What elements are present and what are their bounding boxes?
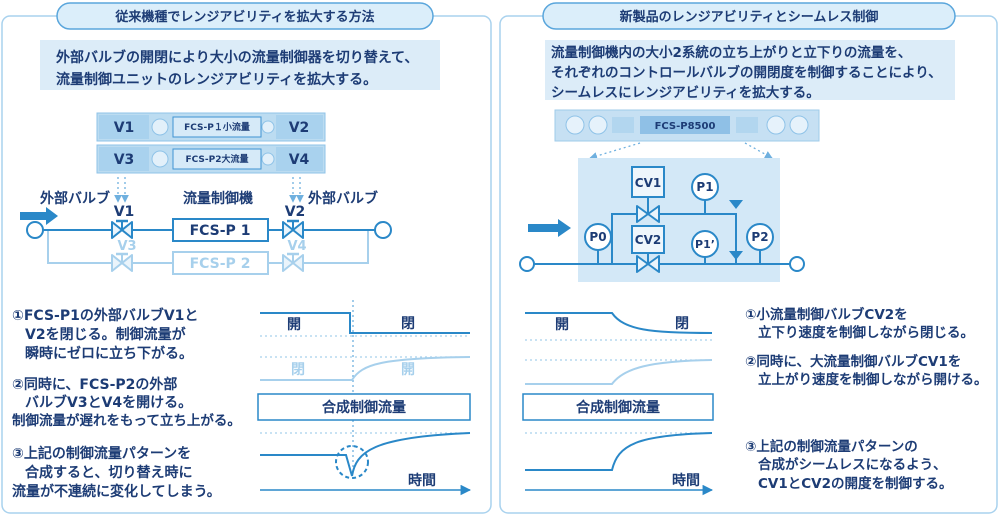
- left-step-2: 制御流量が遅れをもって立ち上がる。: [12, 412, 241, 429]
- right-step-3: ③上記の制御流量パターンの: [745, 438, 918, 455]
- left-step-1: V2を閉じる。制御流量が: [25, 326, 187, 343]
- composite-flow-box: [522, 393, 714, 421]
- left-step-3: 合成すると、切り替え時に: [25, 464, 192, 481]
- flow-direction-arrow: [528, 219, 571, 237]
- cv2-label: CV2: [635, 233, 661, 247]
- discontinuity-highlight: [335, 445, 369, 479]
- flow-direction-arrow: [20, 207, 58, 225]
- upper-branch-line: [611, 213, 737, 264]
- outlet-port: [789, 256, 805, 272]
- left-step-1: 瞬時にゼロに立ち下がる。: [25, 345, 193, 362]
- large-flow-open-label: 開: [401, 362, 415, 378]
- right-device-image: [554, 109, 820, 142]
- large-flow-curve: [525, 359, 713, 385]
- small-flow-curve: [260, 312, 470, 334]
- right-step-2: 立上がり速度を制御しながら開ける。: [758, 371, 988, 388]
- valve-v2-icon: [281, 219, 305, 240]
- fcs-p2-label: FCS-P 2: [190, 256, 251, 272]
- small-flow-closed-label: 閉: [675, 316, 689, 332]
- valve-v1-icon: [110, 219, 134, 240]
- device-label-large-unit: FCS-P2大流量: [186, 153, 249, 165]
- left-dashed-arrows: [114, 177, 304, 203]
- cv2-actuator: [631, 225, 665, 254]
- right-title-tab: [542, 2, 956, 30]
- device-label-v1: V1: [114, 120, 135, 136]
- left-intro-line: 外部バルブの開閉により大小の流量制御器を切り替えて、: [56, 49, 418, 66]
- right-intro-box: [545, 40, 955, 100]
- restrictor-marker-icon: [729, 200, 743, 209]
- outlet-port: [374, 221, 392, 239]
- composite-flow-box: [257, 393, 471, 421]
- left-title: 従来機種でレンジアビリティを拡大する方法: [114, 9, 374, 25]
- valve-v3-icon: [110, 252, 134, 273]
- gauge-p2-icon: [746, 223, 774, 251]
- left-intro-box: [40, 40, 440, 90]
- right-title: 新製品のレンジアビリティとシームレス制御: [620, 9, 879, 25]
- time-axis-label: 時間: [672, 472, 700, 489]
- left-title-tab: [56, 2, 434, 30]
- fcs-p1-box: [172, 218, 269, 242]
- gauge-p1-prime-label: P1’: [695, 238, 715, 251]
- valve-v1-label: V1: [114, 204, 135, 220]
- composite-flow-label: 合成制御流量: [576, 399, 660, 416]
- right-step-2: ②同時に、大流量制御バルブCV1を: [745, 353, 961, 370]
- valve-v4-icon: [281, 252, 305, 273]
- composite-flow-curve: [525, 432, 713, 471]
- left-step-3: 流量が不連続に変化してしまう。: [12, 483, 221, 500]
- time-axis-label: 時間: [408, 472, 436, 489]
- device-label-v2: V2: [289, 120, 310, 136]
- device-label-v4: V4: [289, 152, 310, 168]
- small-flow-open-label: 開: [287, 317, 301, 333]
- left-step-2: バルブV3とV4を開ける。: [25, 394, 192, 411]
- device-model-label: FCS-P8500: [655, 121, 716, 132]
- large-flow-closed-label: 閉: [291, 362, 305, 378]
- cv1-actuator: [631, 166, 665, 198]
- small-flow-open-label: 開: [555, 317, 569, 333]
- small-flow-closed-label: 閉: [401, 316, 415, 332]
- left-step-3: ③上記の制御流量パターンを: [12, 445, 191, 462]
- right-step-3: CV1とCV2の開度を制御する。: [758, 475, 953, 492]
- device-label-v3: V3: [114, 152, 135, 168]
- right-intro-line: それぞれのコントロールバルブの開閉度を制御することにより、: [551, 64, 942, 81]
- inlet-port: [26, 221, 44, 239]
- composite-flow-label: 合成制御流量: [322, 399, 406, 416]
- right-intro-line: 流量制御機内の大小2系統の立ち上がりと立下りの流量を、: [551, 44, 911, 61]
- right-dashed-arrows: [589, 142, 773, 160]
- gauge-p1-prime-icon: [691, 230, 719, 258]
- valve-v4-label: V4: [287, 239, 306, 254]
- small-flow-curve: [525, 312, 713, 334]
- gauge-p0-icon: [584, 223, 612, 251]
- left-step-1: ①FCS-P1の外部バルブV1と: [12, 307, 198, 324]
- gauge-p1-label: P1: [696, 180, 713, 194]
- fcs-p2-box: [172, 251, 269, 275]
- gauge-p0-label: P0: [589, 230, 606, 244]
- valve-v2-label: V2: [285, 204, 306, 220]
- inlet-port: [519, 256, 535, 272]
- right-step-3: 合成がシームレスになるよう、: [758, 456, 947, 473]
- gauge-p1-icon: [691, 173, 719, 201]
- cv1-label: CV1: [635, 176, 661, 190]
- right-step-1: 立下り速度を制御しながら閉じる。: [758, 324, 974, 341]
- fcs-p1-label: FCS-P 1: [190, 223, 251, 239]
- right-intro-line: シームレスにレンジアビリティを拡大する。: [551, 84, 820, 101]
- gauge-p2-label: P2: [751, 230, 768, 244]
- large-flow-curve: [260, 356, 471, 381]
- composite-flow-curve: [260, 432, 471, 477]
- restrictor-marker-icon: [729, 251, 743, 260]
- callout-external-valve-left: 外部バルブ: [40, 190, 110, 207]
- right-step-1: ①小流量制御バルブCV2を: [745, 306, 908, 323]
- callout-external-valve-right: 外部バルブ: [308, 190, 378, 207]
- left-step-2: ②同時に、FCS-P2の外部: [12, 376, 177, 393]
- left-device-image: [96, 112, 326, 174]
- valve-v3-label: V3: [117, 239, 136, 254]
- left-intro-line: 流量制御ユニットのレンジアビリティを拡大する。: [56, 71, 377, 88]
- callout-flow-controller: 流量制御機: [183, 190, 253, 207]
- device-label-small-unit: FCS-P１小流量: [184, 121, 250, 133]
